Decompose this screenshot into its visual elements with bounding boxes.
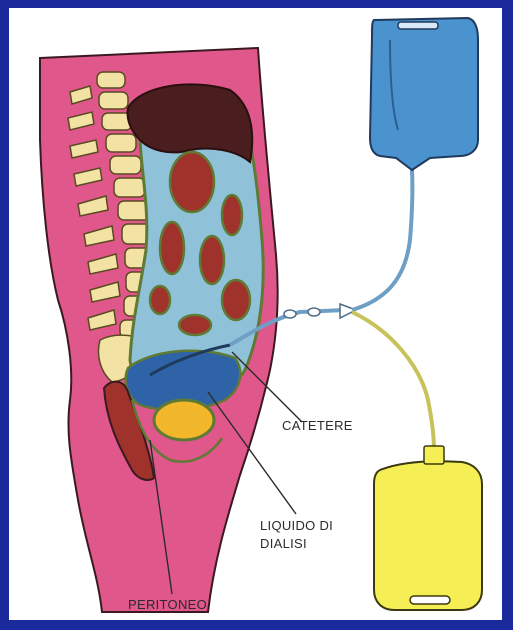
organ	[170, 152, 214, 212]
organ	[160, 222, 184, 274]
vertebra	[106, 134, 136, 152]
organ	[222, 280, 250, 320]
drain-bag-port	[424, 446, 444, 464]
label-liquido-line1: LIQUIDO DI	[260, 517, 333, 535]
label-catetere: CATETERE	[282, 417, 353, 435]
drain-bag	[374, 461, 482, 610]
drain-bag-slot	[410, 596, 450, 604]
vertebra	[99, 92, 128, 109]
tube-to-drain-bag	[352, 312, 434, 450]
bladder	[154, 400, 214, 440]
label-liquido-di-dialisi: LIQUIDO DI DIALISI	[260, 517, 333, 553]
organ	[150, 286, 170, 314]
catheter-connectors	[284, 304, 356, 318]
fresh-dialysate-bag	[370, 18, 478, 170]
tube-to-fresh-bag	[352, 170, 412, 310]
label-peritoneo: PERITONEO	[128, 596, 207, 614]
vertebra	[97, 72, 125, 88]
vertebra	[110, 156, 141, 174]
label-liquido-line2: DIALISI	[260, 535, 333, 553]
organ	[179, 315, 211, 335]
connector	[308, 308, 320, 316]
connector	[284, 310, 296, 318]
organ	[222, 195, 242, 235]
organ	[200, 236, 224, 284]
vertebra	[114, 178, 145, 197]
bag-hanger-slot	[398, 22, 438, 29]
